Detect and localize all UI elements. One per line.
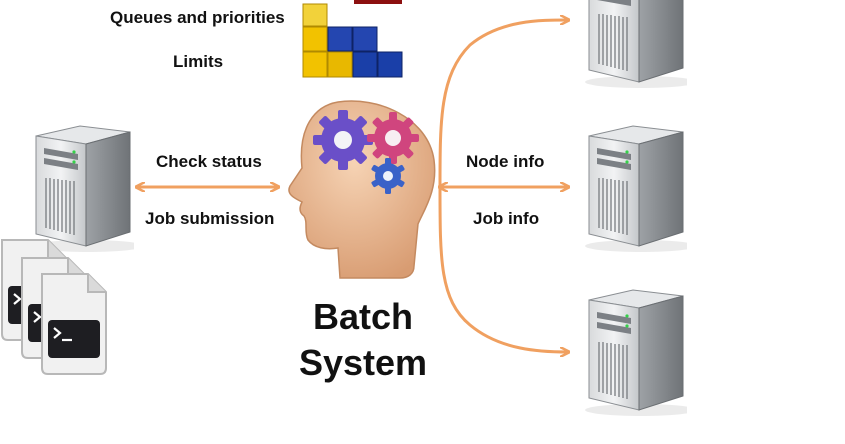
node-server-icon-1: [584, 0, 687, 88]
terminal-file-icon-3: [40, 272, 108, 376]
label-node-info: Node info: [466, 152, 545, 171]
tetris-blocks-icon: [302, 0, 403, 78]
client-server-icon: [31, 125, 134, 252]
label-queues-priorities: Queues and priorities: [110, 8, 285, 27]
head-gears-icon: [288, 100, 436, 279]
node-server-icon-2: [584, 125, 687, 252]
label-check-status: Check status: [156, 152, 262, 171]
node-server-icon-3: [584, 289, 687, 416]
label-limits: Limits: [173, 52, 224, 71]
arrow-batch-node3: [438, 186, 568, 352]
label-job-info: Job info: [473, 209, 540, 228]
title-system: System: [298, 342, 428, 383]
label-job-submission: Job submission: [145, 209, 275, 228]
title-batch: Batch: [312, 296, 414, 337]
arrow-batch-node1: [438, 20, 568, 188]
